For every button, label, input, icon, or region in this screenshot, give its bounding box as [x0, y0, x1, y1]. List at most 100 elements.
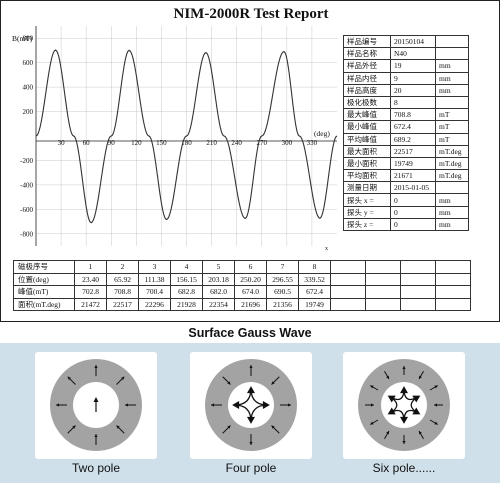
param-unit: mm	[435, 71, 469, 85]
empty-cell	[330, 260, 366, 274]
x-tick-label: 120	[131, 139, 142, 147]
pole-index: 4	[170, 260, 203, 274]
peak-point	[165, 218, 168, 221]
x-tick-label: 240	[231, 139, 242, 147]
x-axis-end-mark: x	[325, 246, 328, 252]
x-tick-label: 210	[206, 139, 217, 147]
arrow-head	[386, 375, 389, 380]
param-name: 样品外径	[343, 59, 391, 73]
pole-value: 21696	[234, 297, 267, 311]
x-tick-label: 330	[307, 139, 318, 147]
arrow-head	[211, 403, 214, 407]
y-tick-label: 600	[23, 59, 34, 67]
param-value: 22517	[390, 144, 436, 158]
pole-value: 296.55	[266, 272, 299, 286]
arrow-head	[370, 421, 374, 425]
param-unit: mm	[435, 193, 469, 207]
x-tick-label: 90	[108, 139, 116, 147]
four-pole-label: Four pole	[225, 461, 277, 475]
y-tick-label: -200	[20, 157, 33, 165]
peak-points	[54, 49, 321, 224]
arrow-head	[419, 430, 422, 435]
empty-cell	[400, 272, 436, 286]
arrow-head	[271, 425, 275, 429]
param-name: 极化极数	[343, 95, 391, 110]
peak-point	[244, 217, 246, 219]
x-tick-label: 180	[181, 139, 192, 147]
pole-index: 8	[298, 260, 331, 274]
pole-index: 7	[266, 260, 299, 274]
peak-point	[54, 49, 57, 51]
param-unit	[435, 47, 469, 61]
param-name: 最小面积	[343, 156, 391, 171]
pole-index: 1	[74, 260, 107, 274]
arrow-head	[94, 434, 98, 437]
x-tick-label: 300	[282, 139, 293, 147]
arrow-head	[56, 403, 59, 407]
empty-cell	[330, 297, 366, 311]
row-label: 位置(deg)	[13, 272, 75, 286]
param-unit: mm	[435, 217, 469, 232]
arrow-head	[371, 403, 374, 407]
y-tick-label: 400	[23, 84, 34, 92]
six-pole-card	[343, 352, 465, 459]
param-name: 平均峰值	[343, 132, 391, 146]
bore-field-line	[234, 388, 268, 422]
six-pole-label: Six pole......	[372, 461, 436, 475]
empty-cell	[400, 297, 436, 311]
four-pole-card	[190, 352, 312, 459]
pole-index: 3	[138, 260, 171, 274]
ring-bore	[228, 382, 274, 428]
pole-index: 5	[202, 260, 235, 274]
two-pole-arrows	[56, 365, 136, 445]
pole-value: 21928	[170, 297, 203, 311]
param-name: 最大面积	[343, 144, 391, 158]
peak-point	[128, 49, 130, 51]
param-name: 探头 z =	[343, 217, 391, 232]
four-pole-arrows	[211, 365, 291, 445]
param-value: 672.4	[390, 120, 436, 134]
param-name: 探头 x =	[343, 193, 391, 207]
pole-value: 22517	[106, 297, 139, 311]
x-axis-label: (deg)	[314, 129, 330, 138]
y-tick-label: -400	[20, 181, 33, 189]
arrow-head	[434, 403, 437, 407]
empty-cell	[400, 285, 436, 299]
pole-index: 2	[106, 260, 139, 274]
empty-cell	[365, 285, 401, 299]
param-value: 19	[390, 59, 436, 73]
empty-cell	[435, 272, 471, 286]
y-axis-label: B(mT)	[12, 34, 33, 43]
pole-index: 6	[234, 260, 267, 274]
x-tick-label: 270	[257, 139, 268, 147]
pole-value: 708.8	[106, 285, 139, 299]
empty-cell	[435, 297, 471, 311]
two-pole-card	[35, 352, 157, 459]
arrow-head	[386, 430, 389, 435]
empty-cell	[365, 297, 401, 311]
six-pole-ring-icon	[358, 359, 450, 451]
param-unit	[435, 95, 469, 110]
param-unit: mT.deg	[435, 144, 469, 158]
arrow-head	[72, 425, 76, 429]
arrow-head	[402, 366, 406, 369]
param-value: 20150104	[390, 34, 436, 49]
param-unit: mT.deg	[435, 169, 469, 183]
param-value: N40	[390, 47, 436, 61]
param-name: 样品编号	[343, 34, 391, 49]
param-unit: mT	[435, 132, 469, 146]
ring-bore	[381, 382, 427, 428]
row-label: 面积(mT.deg)	[13, 297, 75, 311]
empty-cell	[365, 260, 401, 274]
arrow-head	[434, 385, 438, 389]
pole-value: 22296	[138, 297, 171, 311]
empty-cell	[365, 272, 401, 286]
